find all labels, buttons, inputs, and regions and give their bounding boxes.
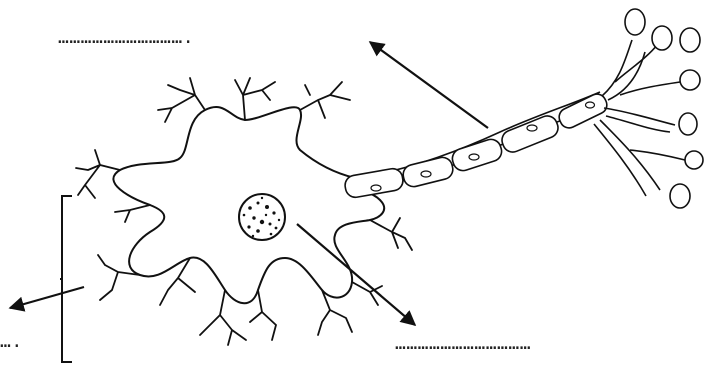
label-blank-top[interactable]: ……………………………. bbox=[58, 29, 194, 47]
myelin-sheath bbox=[344, 91, 610, 199]
label-blank-right[interactable]: ……………………………… bbox=[395, 335, 531, 353]
arrow-to-right-label bbox=[297, 224, 415, 325]
nucleus bbox=[239, 194, 285, 240]
axon-terminals bbox=[594, 40, 685, 196]
dendrite-bracket bbox=[60, 196, 72, 362]
terminal-boutons bbox=[625, 9, 703, 208]
arrow-to-left-label bbox=[10, 287, 84, 308]
label-blank-left[interactable]: …. bbox=[0, 333, 23, 351]
arrow-to-top-label bbox=[370, 42, 488, 128]
